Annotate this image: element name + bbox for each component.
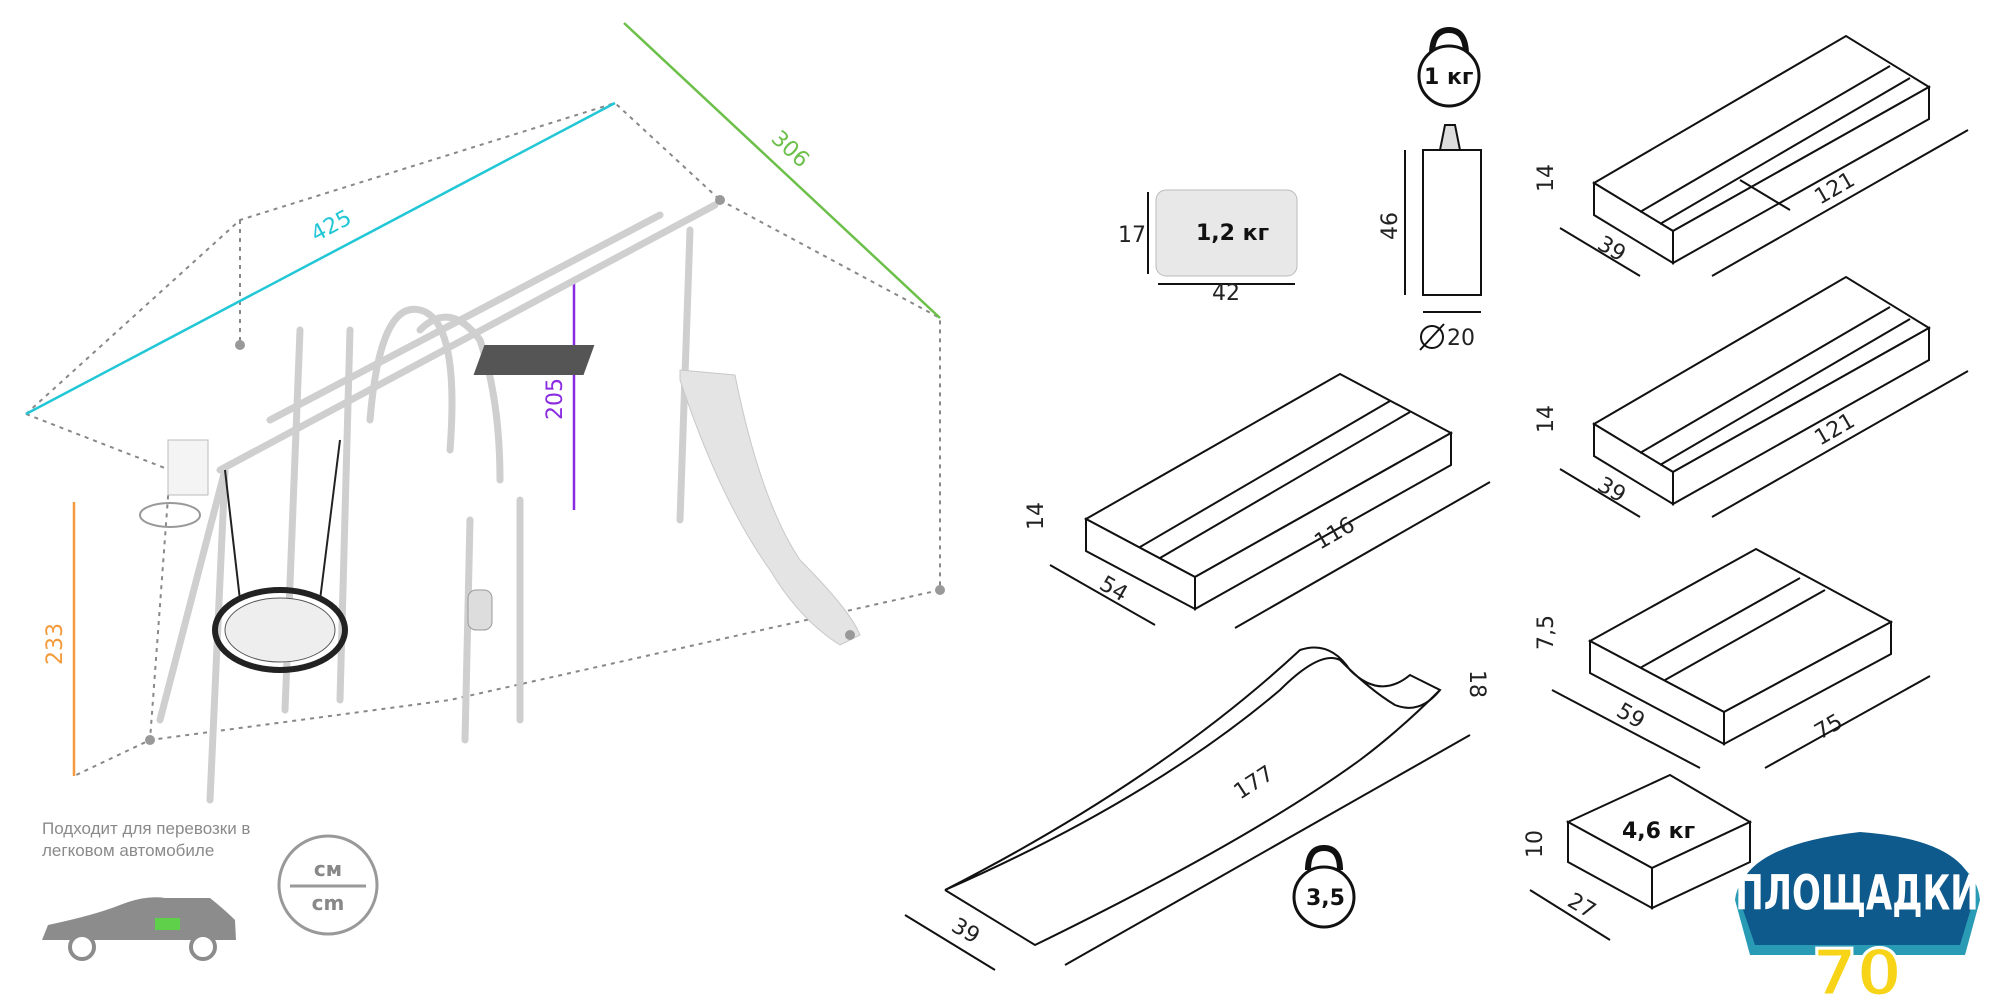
width-label: 425 [307,206,356,248]
sand-bag-height: 17 [1118,223,1146,248]
box-e: 4,6 кг 10 27 [1523,773,1753,941]
kettlebell-icon [1305,844,1343,871]
sand-bag-width: 42 [1212,281,1240,306]
kettlebell-weight: 1 кг [1424,65,1473,90]
playset-illustration [139,195,945,804]
car-icon [42,897,236,961]
brand-logo: ПЛОЩАДКИ 70 [1735,832,1980,1000]
punch-bag-diameter: 20 [1447,326,1475,351]
punch-bag-height: 46 [1378,212,1403,240]
box-b-height: 14 [1534,405,1559,433]
sand-bag-weight: 1,2 кг [1196,221,1269,246]
nest-swing [212,587,348,673]
platform [473,345,595,375]
slide-package: 177 39 18 3,5 [904,646,1489,971]
logo-text: ПЛОЩАДКИ [1735,865,1978,922]
slide-length: 177 [1230,761,1279,805]
diameter-icon [1420,325,1444,349]
units-en: cm [312,891,345,915]
swing-height-label: 205 [543,378,568,420]
units-badge: см cm [277,834,379,936]
units-ru: см [314,857,342,881]
box-b-depth: 39 [1593,473,1630,509]
box-d: 7,5 59 75 [1534,547,1931,769]
box-a: 14 39 121 [1534,34,1969,277]
box-e-height: 10 [1523,830,1548,858]
depth-label: 306 [766,126,814,173]
slide-illustration [679,369,861,646]
depth-dimension-line [623,22,941,319]
box-e-weight: 4,6 кг [1622,819,1695,844]
kettlebell-icon: 1 кг [1417,26,1481,108]
punch-bag-package: 46 20 [1378,124,1482,351]
box-d-height: 7,5 [1534,615,1559,650]
box-e-depth: 27 [1563,889,1600,925]
sand-bag-package: 1,2 кг 17 42 [1118,189,1298,306]
box-a-height: 14 [1534,164,1559,192]
slide-weight: 3,5 [1306,886,1345,911]
box-c-height: 14 [1024,502,1049,530]
box-a-depth: 39 [1593,232,1630,268]
logo-number: 70 [1812,937,1901,1000]
height-label: 233 [43,623,68,665]
box-c: 14 54 116 [1024,372,1491,629]
basketball-board [167,439,209,496]
width-dimension-line [25,101,616,416]
box-b: 14 39 121 [1534,275,1969,518]
box-d-depth: 59 [1612,699,1649,735]
transport-note: Подходит для перевозки в легковом автомо… [42,819,251,860]
slide-height: 18 [1464,670,1489,698]
playset-dimensions: 425 306 233 205 [25,22,941,777]
